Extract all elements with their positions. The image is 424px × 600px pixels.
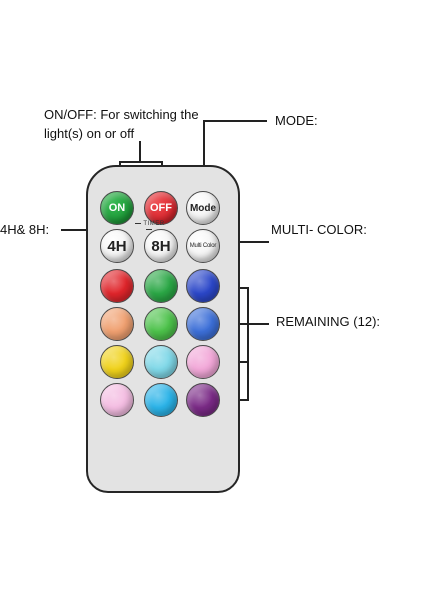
color-button-green[interactable]: [144, 269, 178, 303]
multi-color-button[interactable]: Multi Color: [186, 229, 220, 263]
color-button-blue[interactable]: [186, 269, 220, 303]
remaining-callout: REMAINING (12):: [276, 314, 381, 329]
color-button-light-pink[interactable]: [100, 383, 134, 417]
mode-callout: MODE:: [275, 113, 318, 128]
color-button-purple[interactable]: [186, 383, 220, 417]
timer-8h-label: 8H: [151, 237, 171, 255]
timer-8h-button[interactable]: 8H: [144, 229, 178, 263]
color-button-light-cyan[interactable]: [144, 345, 178, 379]
remote-control: ON OFF Mode TIMER 4H 8H Multi Color: [86, 165, 240, 493]
timer-callout: 4H& 8H:: [0, 222, 50, 237]
off-button[interactable]: OFF: [144, 191, 178, 225]
timer-4h-label: 4H: [107, 237, 127, 255]
color-button-red[interactable]: [100, 269, 134, 303]
color-button-yellow[interactable]: [100, 345, 134, 379]
multi-color-label: Multi Color: [189, 243, 217, 249]
timer-group-label: TIMER: [129, 221, 169, 233]
remaining-leader: [231, 287, 269, 401]
color-button-sky-blue[interactable]: [144, 383, 178, 417]
onoff-callout: ON/OFF: For switching the light(s) on or…: [44, 107, 199, 141]
on-button-label: ON: [108, 202, 126, 214]
color-button-medium-blue[interactable]: [186, 307, 220, 341]
mode-button[interactable]: Mode: [186, 191, 220, 225]
color-button-light-green[interactable]: [144, 307, 178, 341]
multi-color-callout: MULTI- COLOR:: [271, 222, 367, 237]
off-button-label: OFF: [150, 202, 172, 214]
on-button[interactable]: ON: [100, 191, 134, 225]
color-button-peach[interactable]: [100, 307, 134, 341]
mode-button-label: Mode: [189, 202, 217, 214]
timer-4h-button[interactable]: 4H: [100, 229, 134, 263]
color-button-pink[interactable]: [186, 345, 220, 379]
